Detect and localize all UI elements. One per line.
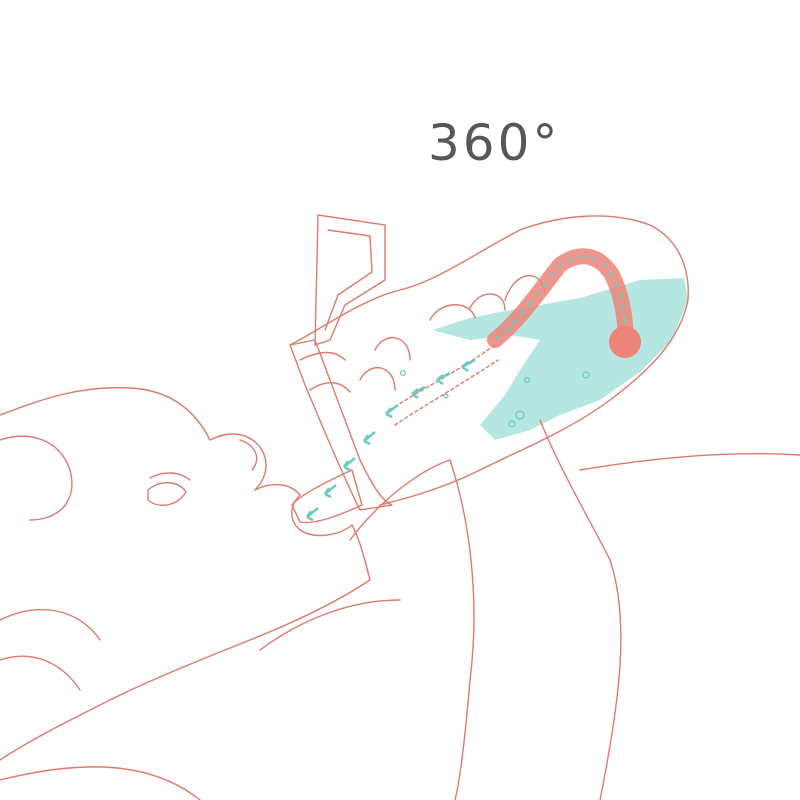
inner-straw-channel bbox=[390, 345, 498, 425]
baby-nose bbox=[240, 440, 257, 470]
milk-fill bbox=[432, 278, 688, 440]
hand-arm-outline bbox=[350, 460, 474, 800]
flow-arrow-1 bbox=[462, 360, 475, 371]
bottle-collar-ring bbox=[300, 353, 350, 393]
baby-ear-outline bbox=[0, 436, 72, 520]
background-sheet-line bbox=[580, 454, 800, 470]
flow-arrow-4 bbox=[386, 405, 398, 417]
baby-cheek-lines bbox=[0, 610, 100, 690]
bottle-handle-inner bbox=[325, 230, 372, 330]
flow-arrow-5 bbox=[364, 432, 375, 444]
flow-arrow-2 bbox=[437, 373, 450, 384]
flow-arrow-8 bbox=[307, 508, 318, 520]
baby-shoulder-outline bbox=[0, 600, 400, 800]
forearm-outline bbox=[540, 420, 621, 800]
baby-head-outline bbox=[0, 388, 370, 760]
bottle-collar bbox=[290, 340, 392, 510]
bubble bbox=[444, 394, 448, 398]
flow-arrow-6 bbox=[344, 458, 355, 470]
flow-arrow-7 bbox=[325, 485, 336, 497]
bubble bbox=[401, 371, 406, 376]
straw-weighted-ball bbox=[609, 326, 641, 358]
baby-eye-outline bbox=[148, 483, 186, 506]
baby-eyebrow bbox=[150, 473, 190, 480]
